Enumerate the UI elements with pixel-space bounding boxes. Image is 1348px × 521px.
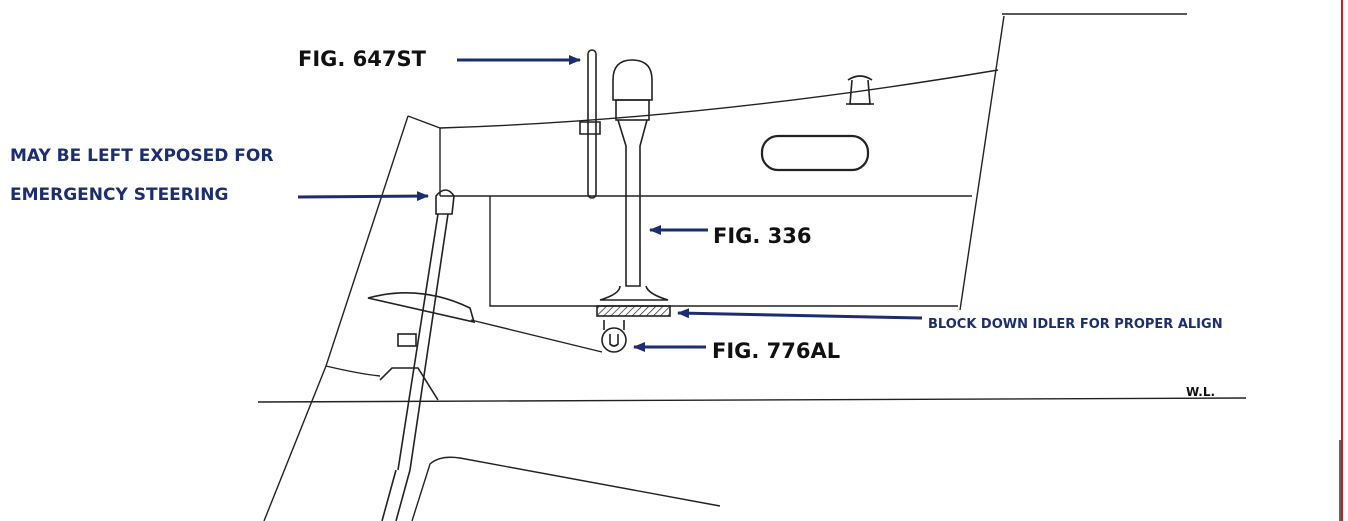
- cockpit-box: [489, 196, 958, 307]
- tiller-pole-647st: [579, 49, 601, 199]
- rudder-post: [367, 189, 476, 521]
- label-waterline: W.L.: [1186, 385, 1216, 399]
- deck-cleat: [846, 75, 874, 105]
- transom-line-inner: [407, 115, 441, 129]
- waterline: [257, 397, 1247, 403]
- frame-border-right: [1341, 0, 1343, 521]
- idler-pulley-776al: [601, 320, 627, 353]
- arrow-emergency-steering: [297, 191, 429, 202]
- label-exposed-line-2: EMERGENCY STEERING: [10, 185, 229, 205]
- keel-curve: [411, 456, 721, 521]
- pedestal-336: [596, 59, 671, 317]
- steering-cable: [470, 319, 603, 353]
- cabin-window: [760, 134, 870, 172]
- label-block-down-idler: BLOCK DOWN IDLER FOR PROPER ALIGN: [928, 317, 1223, 332]
- lower-hull-line: [325, 365, 381, 377]
- label-fig-336: FIG. 336: [713, 224, 812, 248]
- arrow-block-down: [677, 308, 923, 320]
- label-fig-647st: FIG. 647ST: [298, 47, 426, 71]
- hull-outline: [257, 13, 1341, 521]
- forward-bulkhead: [959, 15, 1005, 311]
- callout-arrows: [297, 55, 923, 352]
- label-exposed-line-1: MAY BE LEFT EXPOSED FOR: [10, 146, 274, 166]
- deck-sheer-curve: [439, 69, 999, 129]
- label-fig-776al: FIG. 776AL: [712, 339, 841, 363]
- transom-line-outer: [263, 115, 409, 521]
